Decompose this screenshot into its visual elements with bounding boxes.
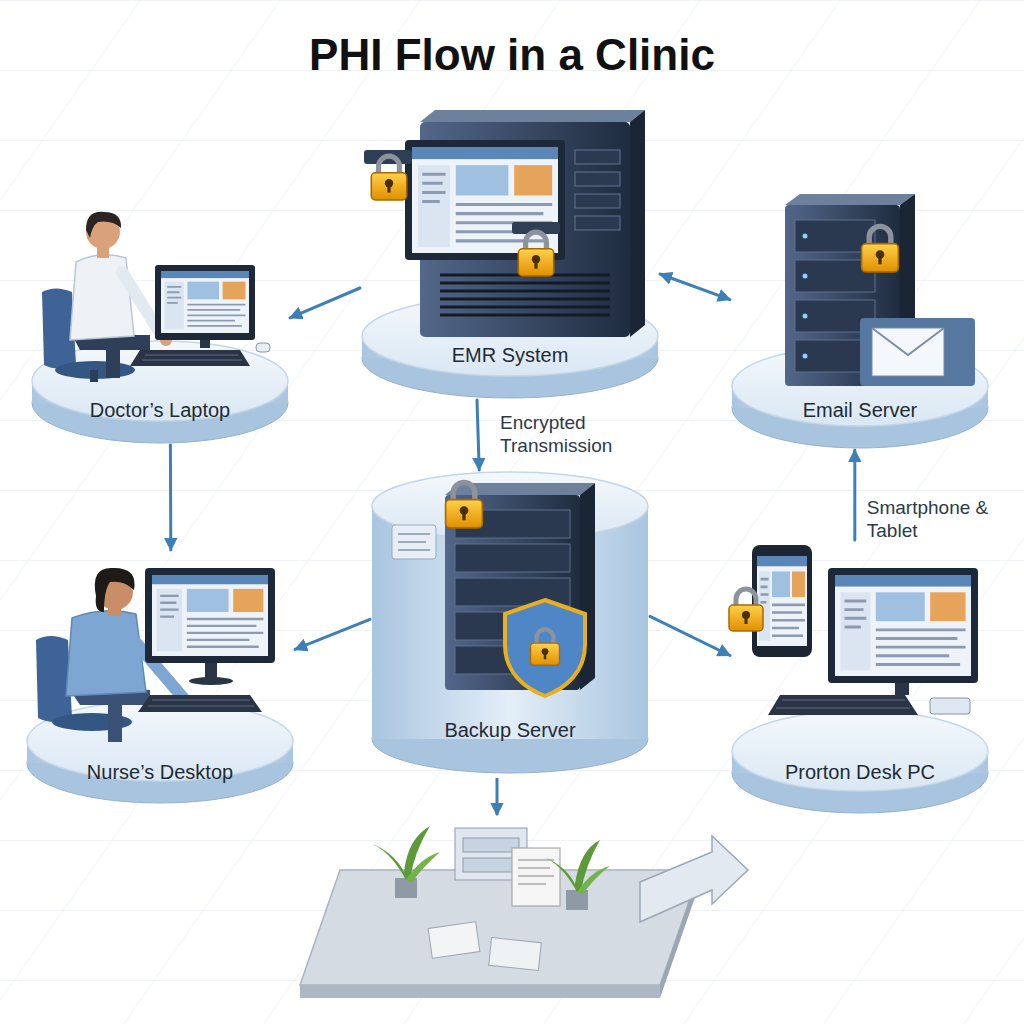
- node-label: Email Server: [803, 399, 917, 422]
- platform-node: Doctor’s Laptop: [30, 205, 290, 445]
- edge-label: Encrypted Transmission: [500, 412, 640, 458]
- front-desk-art: [729, 545, 978, 715]
- platform-node: Prorton Desk PC: [730, 540, 990, 815]
- edge-label: Smartphone & Tablet: [867, 497, 997, 543]
- platform-node: EMR System: [360, 120, 660, 400]
- diagram-title: PHI Flow in a Clinic: [0, 30, 1024, 81]
- platform-node: Nurse’s Desktop: [25, 550, 295, 805]
- node-label: Backup Server: [444, 719, 575, 742]
- node-label: Doctor’s Laptop: [90, 399, 230, 422]
- node-label: Prorton Desk PC: [785, 761, 935, 784]
- flow-arrow: [660, 274, 730, 300]
- node-label: Nurse’s Desktop: [87, 761, 233, 784]
- node-label: EMR System: [452, 344, 569, 367]
- flow-arrow: [650, 616, 730, 655]
- flow-arrow: [477, 400, 479, 470]
- platform-node: Email Server: [730, 195, 990, 450]
- platform-node: Backup Server: [370, 470, 650, 775]
- flow-arrow: [169, 445, 172, 550]
- archive-art: [300, 778, 748, 998]
- flow-arrow: [853, 450, 856, 540]
- flow-arrow: [295, 619, 370, 649]
- flow-arrow: [290, 288, 360, 318]
